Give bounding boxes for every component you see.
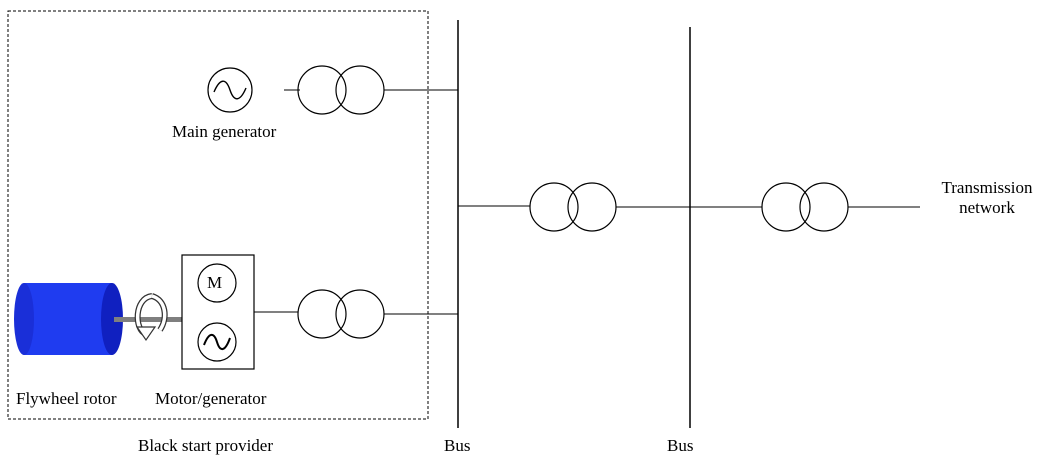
rotation-arrow-icon bbox=[134, 293, 168, 342]
black-start-provider-label: Black start provider bbox=[138, 436, 274, 455]
shaft-icon bbox=[114, 317, 182, 322]
transformer-bus-tie-icon bbox=[529, 182, 617, 232]
bus-left-label: Bus bbox=[444, 436, 471, 455]
motor-icon bbox=[197, 263, 237, 303]
transformer-mg-icon bbox=[297, 289, 385, 339]
transmission-network-label-line2: network bbox=[959, 198, 1015, 217]
flywheel-rotor-icon bbox=[14, 283, 123, 355]
main-generator-icon bbox=[207, 67, 253, 113]
main-generator-label: Main generator bbox=[172, 122, 277, 141]
motor-symbol-label: M bbox=[207, 273, 223, 292]
transformer-main-icon bbox=[297, 65, 385, 115]
transformer-transmission-icon bbox=[761, 182, 849, 232]
flywheel-rotor-label: Flywheel rotor bbox=[16, 389, 117, 408]
motor-generator-label: Motor/generator bbox=[155, 389, 267, 408]
transmission-network-label: Transmission network bbox=[928, 178, 1046, 218]
black-start-provider-boundary bbox=[7, 10, 429, 420]
generator-mg-icon bbox=[197, 322, 237, 362]
bus-right-label: Bus bbox=[667, 436, 694, 455]
motor-generator-box bbox=[181, 254, 255, 370]
transmission-network-label-line1: Transmission bbox=[941, 178, 1033, 197]
